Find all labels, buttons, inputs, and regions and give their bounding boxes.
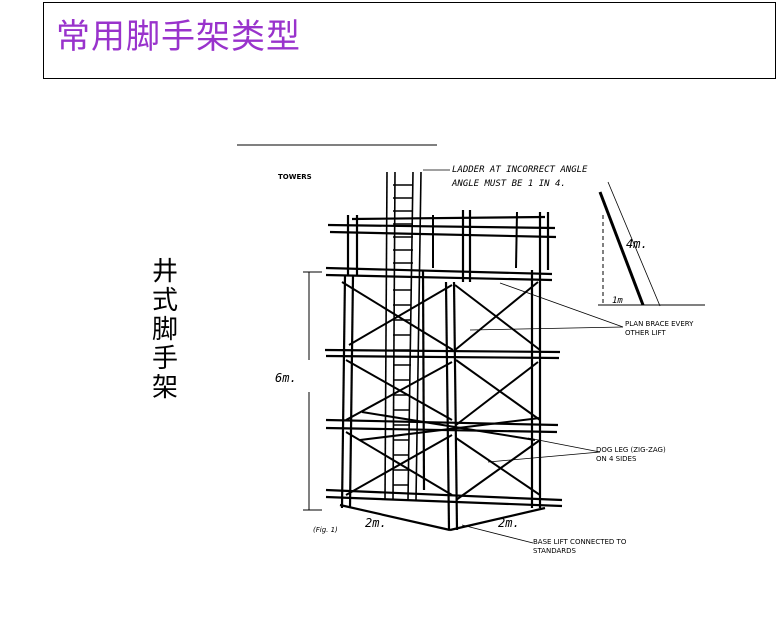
plan-brace-line2: OTHER LIFT <box>625 329 666 337</box>
dog-leg-line1: DOG LEG (ZIG-ZAG) <box>596 446 666 454</box>
ladder <box>384 171 422 501</box>
fig-caption: (Fig. 1) <box>313 526 338 534</box>
height-label: 6m. <box>275 371 297 385</box>
side-label: 井式脚手架 <box>151 257 178 403</box>
base-lift-line2: STANDARDS <box>533 547 577 555</box>
ledgers <box>324 215 563 532</box>
standards <box>340 210 550 531</box>
leader-lines <box>423 169 624 544</box>
slope-diagram <box>598 181 705 307</box>
title-box: 常用脚手架类型 <box>43 2 776 79</box>
plan-brace-line1: PLAN BRACE EVERY <box>625 320 694 328</box>
slope-length-label: 4m. <box>626 237 648 251</box>
dog-leg-line2: ON 4 SIDES <box>596 455 637 463</box>
braces <box>341 281 541 501</box>
height-dimension <box>303 271 322 511</box>
width-right-label: 2m. <box>498 516 520 530</box>
guardrail-posts <box>432 211 518 269</box>
width-left-label: 2m. <box>365 516 387 530</box>
slope-base-label: 1m <box>612 296 623 306</box>
ladder-note-line1: LADDER AT INCORRECT ANGLE <box>452 165 588 175</box>
towers-heading: TOWERS <box>278 173 312 181</box>
base-lift-line1: BASE LIFT CONNECTED TO <box>533 538 627 546</box>
ladder-note-line2: ANGLE MUST BE 1 IN 4. <box>451 179 566 189</box>
slide-title: 常用脚手架类型 <box>56 17 301 57</box>
